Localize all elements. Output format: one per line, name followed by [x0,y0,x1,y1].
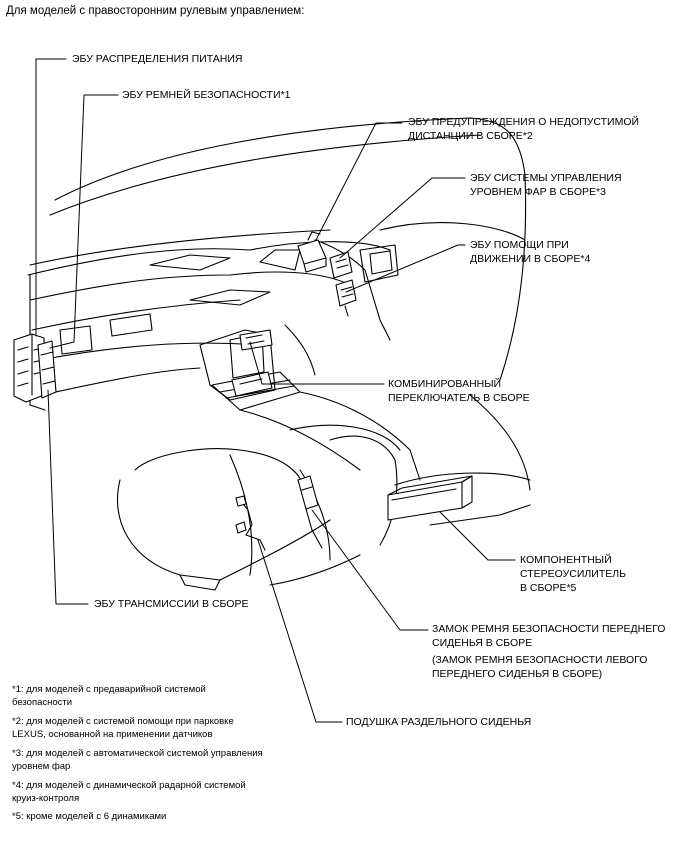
leader-driving-ecu [345,244,466,293]
footnote-2-line2: LEXUS, основанной на применении датчиков [12,729,213,740]
leader-headlamp-ecu [339,177,466,259]
label-buckle-line4: ПЕРЕДНЕГО СИДЕНЬЯ В СБОРЕ) [432,668,603,680]
page-heading: Для моделей с правосторонним рулевым упр… [6,5,305,17]
center-console [199,329,421,481]
label-seatbelt-ecu: ЭБУ РЕМНЕЙ БЕЗОПАСНОСТИ*1 [122,89,291,101]
label-buckle-line2: СИДЕНЬЯ В СБОРЕ [432,637,533,649]
label-seat-pad: ПОДУШКА РАЗДЕЛЬНОГО СИДЕНЬЯ [346,716,532,728]
leader-distance-ecu [315,122,403,241]
leader-buckle [311,509,429,631]
footnote-3-line1: *3: для моделей с автоматической системо… [12,748,263,759]
label-driving-ecu-line1: ЭБУ ПОМОЩИ ПРИ [470,239,569,251]
distance-warning-ecu [297,231,327,273]
label-amplifier-line3: В СБОРЕ*5 [520,582,577,594]
leader-combo-switch [249,341,385,385]
dashboard-outline [27,239,399,411]
leader-amplifier [439,511,516,561]
label-power-distribution-ecu: ЭБУ РАСПРЕДЕЛЕНИЯ ПИТАНИЯ [72,53,243,65]
footnote-1-line1: *1: для моделей с предаварийной системой [12,684,206,695]
combination-switch [231,329,273,397]
windshield-outline [29,117,527,381]
label-buckle-line1: ЗАМОК РЕМНЯ БЕЗОПАСНОСТИ ПЕРЕДНЕГО [432,623,666,635]
footnote-4-line2: круиз-контроля [12,793,80,804]
label-distance-warning-ecu-line2: ДИСТАНЦИИ В СБОРЕ*2 [408,130,533,142]
floor-outline [394,394,531,526]
label-transmission-ecu: ЭБУ ТРАНСМИССИИ В СБОРЕ [94,598,249,610]
label-amplifier-line1: КОМПОНЕНТНЫЙ [520,554,612,566]
seat-pad-harness [235,495,266,551]
label-combination-switch-line2: ПЕРЕКЛЮЧАТЕЛЬ В СБОРЕ [388,392,530,404]
driving-support-ecu [335,279,357,317]
label-amplifier-line2: СТЕРЕОУСИЛИТЕЛЬ [520,568,627,580]
leader-seat-pad [257,539,343,723]
footnote-4-line1: *4: для моделей с динамической радарной … [12,780,246,791]
label-distance-warning-ecu-line1: ЭБУ ПРЕДУПРЕЖДЕНИЯ О НЕДОПУСТИМОЙ [408,116,640,128]
seat-outline [116,435,398,591]
label-driving-ecu-line2: ДВИЖЕНИИ В СБОРЕ*4 [470,253,591,265]
label-buckle-line3: (ЗАМОК РЕМНЯ БЕЗОПАСНОСТИ ЛЕВОГО [432,654,648,666]
leader-seatbelt-ecu [49,94,119,349]
leader-transmission-ecu [47,389,89,605]
footnote-2-line1: *2: для моделей с системой помощи при па… [12,716,234,727]
label-headlamp-ecu-line1: ЭБУ СИСТЕМЫ УПРАВЛЕНИЯ [470,172,622,184]
label-combination-switch-line1: КОМБИНИРОВАННЫЙ [388,378,502,390]
footnote-3-line2: уровнем фар [12,761,71,772]
stereo-amplifier [387,475,473,521]
leader-power-ecu [35,58,67,337]
footnote-5: *5: кроме моделей с 6 динамиками [12,811,167,822]
seatbelt-ecu [37,340,57,399]
label-headlamp-ecu-line2: УРОВНЕМ ФАР В СБОРЕ*3 [470,186,606,198]
leader-lines [35,58,516,723]
headlamp-levelling-ecu [329,251,353,279]
footnote-1-line2: безопасности [12,697,73,708]
seatbelt-buckle [297,475,323,549]
